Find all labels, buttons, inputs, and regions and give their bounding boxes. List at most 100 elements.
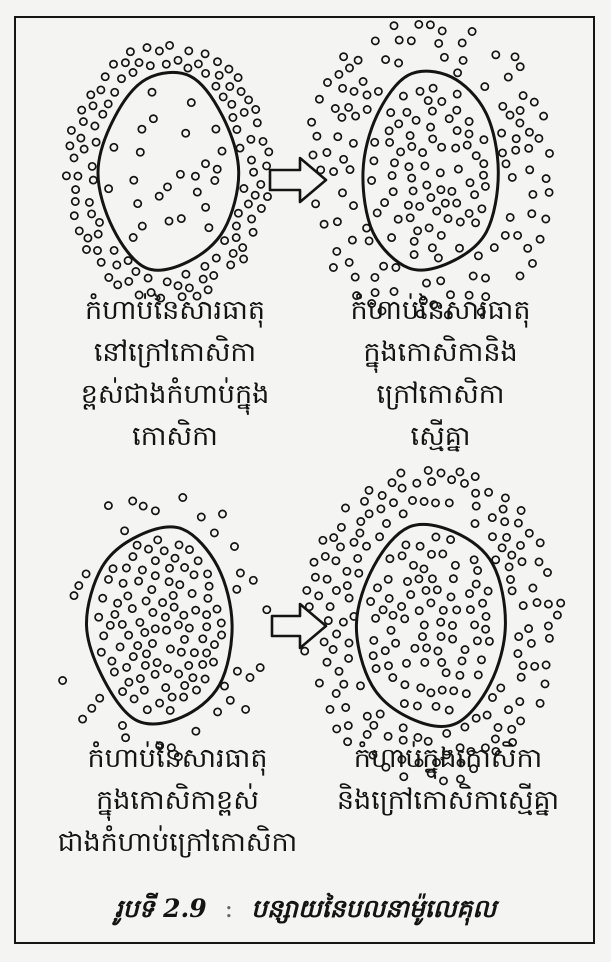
molecule-icon <box>466 179 473 186</box>
molecule-icon <box>231 543 238 550</box>
molecule-icon <box>308 119 315 126</box>
molecule-icon <box>515 520 522 527</box>
molecule-icon <box>98 259 105 266</box>
molecule-icon <box>387 109 394 116</box>
molecule-icon <box>473 715 480 722</box>
molecule-icon <box>129 497 136 504</box>
molecule-icon <box>167 707 174 714</box>
molecule-icon <box>423 280 430 287</box>
molecule-icon <box>148 586 155 593</box>
molecule-icon <box>498 130 505 137</box>
molecule-icon <box>386 139 393 146</box>
molecule-icon <box>402 541 409 548</box>
molecule-icon <box>400 724 407 731</box>
molecule-icon <box>446 115 453 122</box>
molecule-icon <box>453 606 460 613</box>
molecule-icon <box>438 98 445 105</box>
molecule-icon <box>129 69 136 76</box>
molecule-icon <box>264 193 271 200</box>
molecule-icon <box>419 149 426 156</box>
molecule-icon <box>531 663 538 670</box>
molecule-icon <box>321 221 328 228</box>
molecule-icon <box>528 210 535 217</box>
molecule-icon <box>107 622 114 629</box>
molecule-icon <box>432 499 439 506</box>
molecule-icon <box>535 558 542 565</box>
molecule-icon <box>543 175 550 182</box>
molecule-icon <box>156 700 163 707</box>
molecule-icon <box>461 646 468 653</box>
molecule-icon <box>517 63 524 70</box>
molecule-icon <box>456 245 463 252</box>
molecule-icon <box>166 565 173 572</box>
molecule-icon <box>245 200 252 207</box>
molecule-icon <box>427 124 434 131</box>
molecule-icon <box>111 668 118 675</box>
molecule-icon <box>446 499 453 506</box>
molecule-icon <box>210 272 217 279</box>
molecule-icon <box>357 518 364 525</box>
molecule-icon <box>148 89 155 96</box>
molecule-icon <box>433 207 440 214</box>
molecule-icon <box>199 661 206 668</box>
cell-equal-1 <box>308 21 553 319</box>
molecule-icon <box>537 700 544 707</box>
molecule-icon <box>233 234 240 241</box>
molecule-icon <box>544 569 551 576</box>
molecule-icon <box>114 281 121 288</box>
molecule-icon <box>189 674 196 681</box>
molecule-icon <box>152 557 159 564</box>
molecule-icon <box>323 659 330 666</box>
molecule-icon <box>143 597 150 604</box>
molecule-icon <box>246 674 253 681</box>
molecule-icon <box>145 546 152 553</box>
molecule-icon <box>149 609 156 616</box>
molecule-icon <box>546 635 553 642</box>
molecule-icon <box>352 274 359 281</box>
molecule-icon <box>428 551 435 558</box>
molecule-icon <box>517 107 524 114</box>
molecule-icon <box>105 576 112 583</box>
molecule-icon <box>518 674 525 681</box>
molecule-icon <box>427 21 434 28</box>
molecule-icon <box>489 533 496 540</box>
molecule-icon <box>380 263 387 270</box>
molecule-icon <box>554 612 561 619</box>
molecule-icon <box>333 587 340 594</box>
molecule-icon <box>192 607 199 614</box>
molecule-icon <box>125 632 132 639</box>
molecule-icon <box>134 542 141 549</box>
molecule-icon <box>250 577 257 584</box>
molecule-icon <box>410 562 417 569</box>
molecule-icon <box>390 22 397 29</box>
molecule-icon <box>453 107 460 114</box>
molecule-icon <box>529 191 536 198</box>
molecule-icon <box>505 706 512 713</box>
molecule-icon <box>408 143 415 150</box>
molecule-icon <box>471 191 478 198</box>
molecule-icon <box>265 148 272 155</box>
molecule-icon <box>370 157 377 164</box>
molecule-icon <box>182 130 189 137</box>
molecule-icon <box>203 611 210 618</box>
molecule-icon <box>312 200 319 207</box>
molecule-icon <box>417 684 424 691</box>
molecule-icon <box>333 248 340 255</box>
figure-caption: រូបទី 2.9:បន្សាយនៃបលនាម៉ូលេគុល <box>0 894 611 930</box>
molecule-icon <box>90 177 97 184</box>
molecule-icon <box>180 612 187 619</box>
molecule-icon <box>147 62 154 69</box>
molecule-icon <box>371 139 378 146</box>
molecule-icon <box>93 139 100 146</box>
molecule-icon <box>135 578 142 585</box>
molecule-icon <box>507 214 514 221</box>
molecule-icon <box>245 96 252 103</box>
molecule-icon <box>323 149 330 156</box>
molecule-icon <box>542 215 549 222</box>
molecule-icon <box>332 557 339 564</box>
molecule-icon <box>186 625 193 632</box>
molecule-icon <box>386 555 393 562</box>
molecule-icon <box>123 564 130 571</box>
molecule-icon <box>123 664 130 671</box>
molecule-icon <box>338 114 345 121</box>
